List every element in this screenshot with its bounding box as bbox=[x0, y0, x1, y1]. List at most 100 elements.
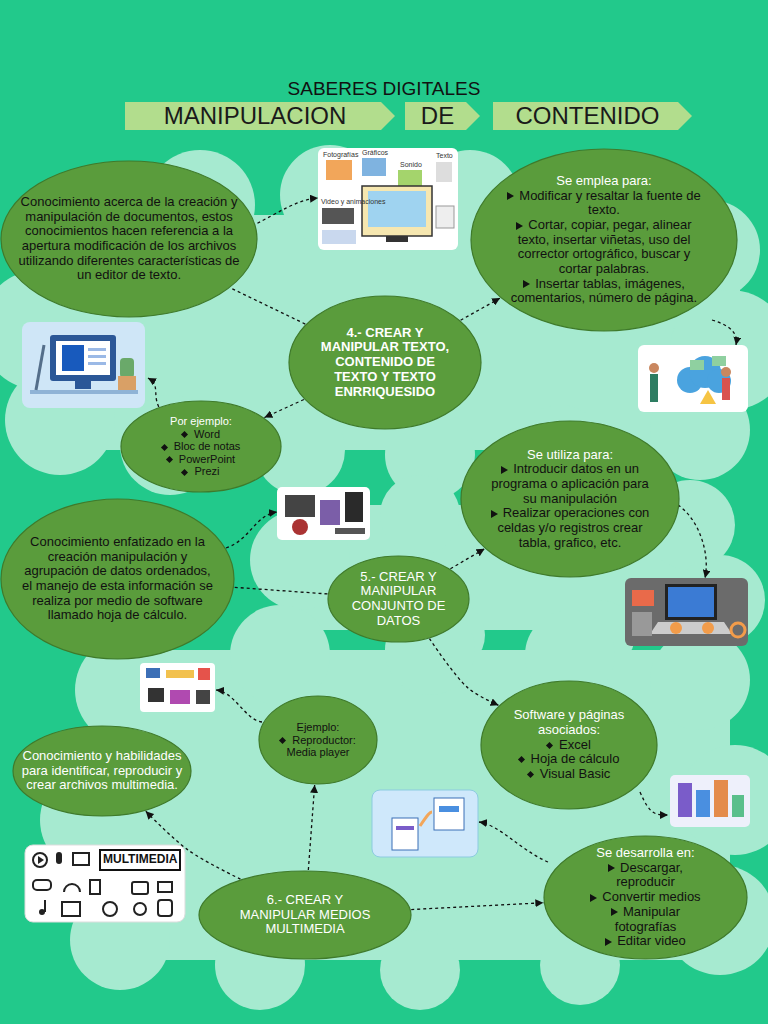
text-block: Ejemplo: bbox=[274, 721, 362, 733]
illustration-shape bbox=[103, 902, 117, 916]
illustration-shape bbox=[88, 348, 106, 351]
ellipse-node: Por ejemplo:WordBloc de notasPowerPointP… bbox=[120, 400, 282, 493]
text-block: Por ejemplo: bbox=[142, 415, 260, 427]
illustration-shape bbox=[479, 822, 548, 862]
text-block: Conocimiento enfatizado en la creación m… bbox=[20, 535, 215, 623]
list-item-text: Bloc de notas bbox=[174, 440, 241, 452]
bullet-diamond bbox=[518, 756, 525, 763]
illustration-shape bbox=[434, 798, 464, 830]
illustration-shape bbox=[33, 853, 47, 867]
node-text: 5.- CREAR Y MANIPULAR CONJUNTO DE DATOS bbox=[352, 569, 446, 628]
list-item-text: PowerPoint bbox=[179, 453, 235, 465]
illustration-shape bbox=[396, 826, 414, 830]
illustration-shape bbox=[368, 191, 426, 227]
bullet-arrow bbox=[590, 894, 597, 902]
illustration-shape bbox=[56, 341, 110, 375]
node-content: 6.- CREAR Y MANIPULAR MEDIOS MULTIMEDIA bbox=[198, 870, 412, 960]
image-caption-label: Fotografías bbox=[323, 151, 358, 158]
node-text: Ejemplo: bbox=[297, 721, 340, 733]
ellipse-shape bbox=[1, 499, 234, 659]
text-block: 6.- CREAR Y MANIPULAR MEDIOS MULTIMEDIA bbox=[232, 893, 378, 937]
illustration-shape bbox=[170, 690, 190, 704]
ellipse-node: 4.- CREAR Y MANIPULAR TEXTO, CONTENIDO D… bbox=[288, 295, 482, 430]
illustration-shape bbox=[380, 930, 460, 1010]
multimedia-icons-image bbox=[25, 845, 185, 922]
illustration-shape bbox=[252, 198, 318, 226]
file-convert-image bbox=[372, 790, 478, 857]
list-item-text: Cortar, copiar, pegar, alinear texto, in… bbox=[518, 217, 692, 276]
node-text: Conocimiento enfatizado en la creación m… bbox=[22, 534, 213, 622]
text-block: Conocimiento acerca de la creación y man… bbox=[14, 195, 244, 283]
image-caption-label: Sonido bbox=[400, 161, 422, 168]
node-content: Conocimiento acerca de la creación y man… bbox=[0, 160, 258, 318]
illustration-shape bbox=[439, 806, 459, 812]
illustration-shape bbox=[732, 795, 744, 817]
chevron-shape bbox=[125, 102, 395, 130]
illustration-shape bbox=[33, 880, 51, 890]
node-content: Se desarrolla en:Descargar, reproducirCo… bbox=[543, 835, 748, 960]
list-item-text: Reproductor: Media player bbox=[287, 734, 356, 758]
node-content: DE bbox=[405, 102, 480, 130]
list-item-text: Modificar y resaltar la fuente de texto. bbox=[519, 188, 700, 218]
illustration-shape bbox=[198, 668, 210, 680]
illustration-shape bbox=[721, 367, 731, 377]
list-item-text: Descargar, reproducir bbox=[616, 860, 683, 890]
illustration-shape bbox=[670, 622, 682, 634]
node-content: Conocimiento enfatizado en la creación m… bbox=[0, 498, 235, 660]
ellipse-shape bbox=[481, 681, 657, 809]
illustration-shape bbox=[420, 812, 432, 826]
text-block: Se utiliza para: bbox=[484, 448, 656, 463]
illustration-shape bbox=[632, 590, 654, 606]
ellipse-node: Conocimiento enfatizado en la creación m… bbox=[0, 498, 235, 660]
list-item-text: Excel bbox=[559, 737, 591, 752]
illustration-shape bbox=[712, 356, 726, 366]
bullet-diamond bbox=[181, 431, 188, 438]
node-content: Ejemplo:Reproductor: Media player bbox=[258, 695, 378, 785]
text-block: CONTENIDO bbox=[499, 102, 676, 129]
ellipse-shape bbox=[471, 149, 737, 331]
image-caption-label: Gráficos bbox=[362, 149, 388, 156]
title-text: SABERES DIGITALES bbox=[288, 78, 481, 100]
illustration-shape bbox=[226, 512, 277, 548]
list-item-text: Realizar operaciones con celdas y/o regi… bbox=[497, 505, 649, 549]
illustration-shape bbox=[632, 612, 652, 636]
ellipse-shape bbox=[544, 836, 747, 959]
banner-text: MANIPULACION bbox=[164, 102, 347, 129]
text-block: 4.- CREAR Y MANIPULAR TEXTO, CONTENIDO D… bbox=[320, 326, 450, 399]
node-content: Software y páginas asociados:ExcelHoja d… bbox=[480, 680, 658, 810]
image-caption-label: Video y animaciones bbox=[321, 198, 385, 205]
node-text: Software y páginas asociados: bbox=[514, 707, 625, 737]
text-block: Insertar tablas, imágenes, comentarios, … bbox=[506, 277, 702, 306]
banner-chevron: DE bbox=[405, 102, 480, 130]
illustration-shape bbox=[140, 663, 215, 712]
text-block: DE bbox=[409, 102, 466, 129]
ellipse-shape bbox=[121, 401, 281, 492]
illustration-shape bbox=[640, 792, 668, 815]
list-item-text: Insertar tablas, imágenes, comentarios, … bbox=[511, 276, 697, 306]
illustration-shape bbox=[166, 670, 194, 678]
text-block: Editar video bbox=[579, 934, 712, 949]
illustration-shape bbox=[665, 584, 717, 620]
list-item-text: Hoja de cálculo bbox=[531, 751, 620, 766]
illustration-shape bbox=[75, 381, 91, 389]
node-content: MANIPULACION bbox=[125, 102, 395, 130]
illustration-shape bbox=[670, 775, 750, 827]
node-content: Se emplea para:Modificar y resaltar la f… bbox=[470, 148, 738, 332]
ellipse-shape bbox=[328, 556, 469, 642]
text-block: Introducir datos en un programa o aplica… bbox=[484, 462, 656, 506]
illustration-shape bbox=[62, 345, 84, 371]
bullet-arrow bbox=[507, 192, 514, 200]
illustration-shape bbox=[398, 170, 422, 186]
connector-arrow bbox=[429, 639, 498, 706]
illustration-shape bbox=[625, 578, 748, 646]
node-text: Se emplea para: bbox=[556, 173, 651, 188]
text-block: Hoja de cálculo bbox=[498, 752, 640, 767]
laptop-image bbox=[625, 578, 748, 646]
text-block: Reproductor: Media player bbox=[274, 734, 362, 759]
illustration-shape bbox=[320, 500, 340, 525]
illustration-shape bbox=[50, 335, 116, 381]
node-text: Conocimiento acerca de la creación y man… bbox=[18, 194, 239, 282]
illustration-shape bbox=[386, 236, 408, 242]
illustration-shape bbox=[30, 390, 138, 394]
illustration-shape bbox=[230, 605, 330, 705]
